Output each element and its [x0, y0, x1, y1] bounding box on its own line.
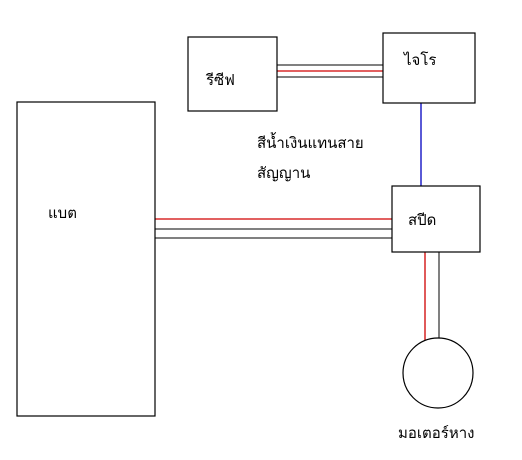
battery-speed-wires — [155, 218, 392, 239]
battery-block: แบต — [16, 101, 156, 417]
tail-motor-block: มอเตอร์หาง — [398, 337, 474, 442]
receiver-label: รีซีฟ — [205, 71, 235, 89]
gyro-label: ไจโร — [403, 51, 436, 69]
tail-motor-label: มอเตอร์หาง — [398, 424, 474, 442]
speed-motor-wires — [424, 252, 440, 344]
signal-note-line2: สัญญาน — [257, 164, 310, 182]
receiver-gyro-wires — [277, 64, 383, 78]
battery-label: แบต — [48, 204, 77, 222]
speed-controller-label: สปีด — [408, 211, 436, 229]
tail-motor-circle — [402, 337, 474, 409]
gyro-block: ไจโร — [382, 32, 476, 104]
receiver-block: รีซีฟ — [187, 36, 278, 112]
signal-note-line1: สีน้ำเงินแทนสาย — [257, 132, 364, 152]
speed-controller-block: สปีด — [391, 185, 481, 253]
